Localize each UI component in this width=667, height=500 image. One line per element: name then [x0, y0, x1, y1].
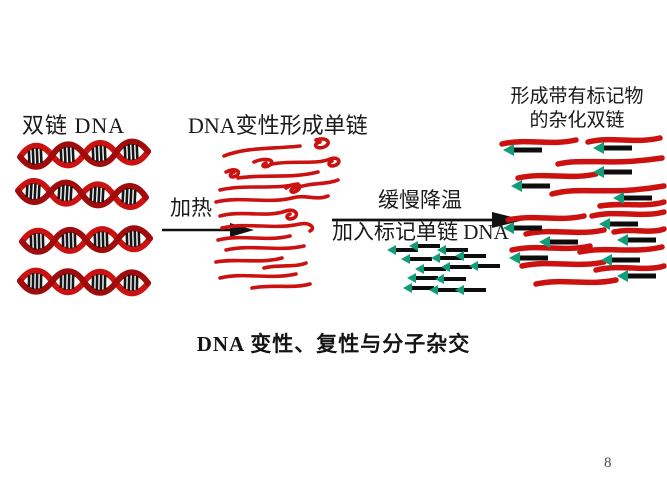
hybrid-label-line1: 形成带有标记物	[510, 86, 644, 107]
hybrid-duplex-svg	[499, 135, 667, 287]
labeled-single-strand-probes	[385, 239, 506, 306]
probe-cluster-svg	[385, 239, 502, 297]
double-helix-svg	[18, 138, 178, 303]
single-strand-svg	[214, 137, 341, 290]
double-helix-group	[18, 138, 178, 303]
stage-label-double-stranded-dna: 双链 DNA	[22, 113, 126, 138]
hybrid-duplex-group	[492, 135, 667, 306]
stage-label-labeled-hybrid-duplex: 形成带有标记物 的杂化双链	[494, 85, 660, 133]
figure-caption: DNA 变性、复性与分子杂交	[196, 332, 471, 356]
cool-arrow-label-line1: 缓慢降温	[378, 188, 462, 212]
single-strand-group	[212, 137, 377, 308]
stage-label-denatured-single-strands: DNA变性形成单链	[188, 113, 368, 138]
cool-and-add-probe-arrow: 缓慢降温 加入标记单链 DNA	[330, 186, 530, 248]
hybrid-label-line2: 的杂化双链	[529, 110, 625, 131]
cool-arrow-label-line2: 加入标记单链 DNA	[332, 220, 509, 244]
heat-arrow-label: 加热	[170, 196, 212, 220]
page-number: 8	[604, 455, 612, 471]
